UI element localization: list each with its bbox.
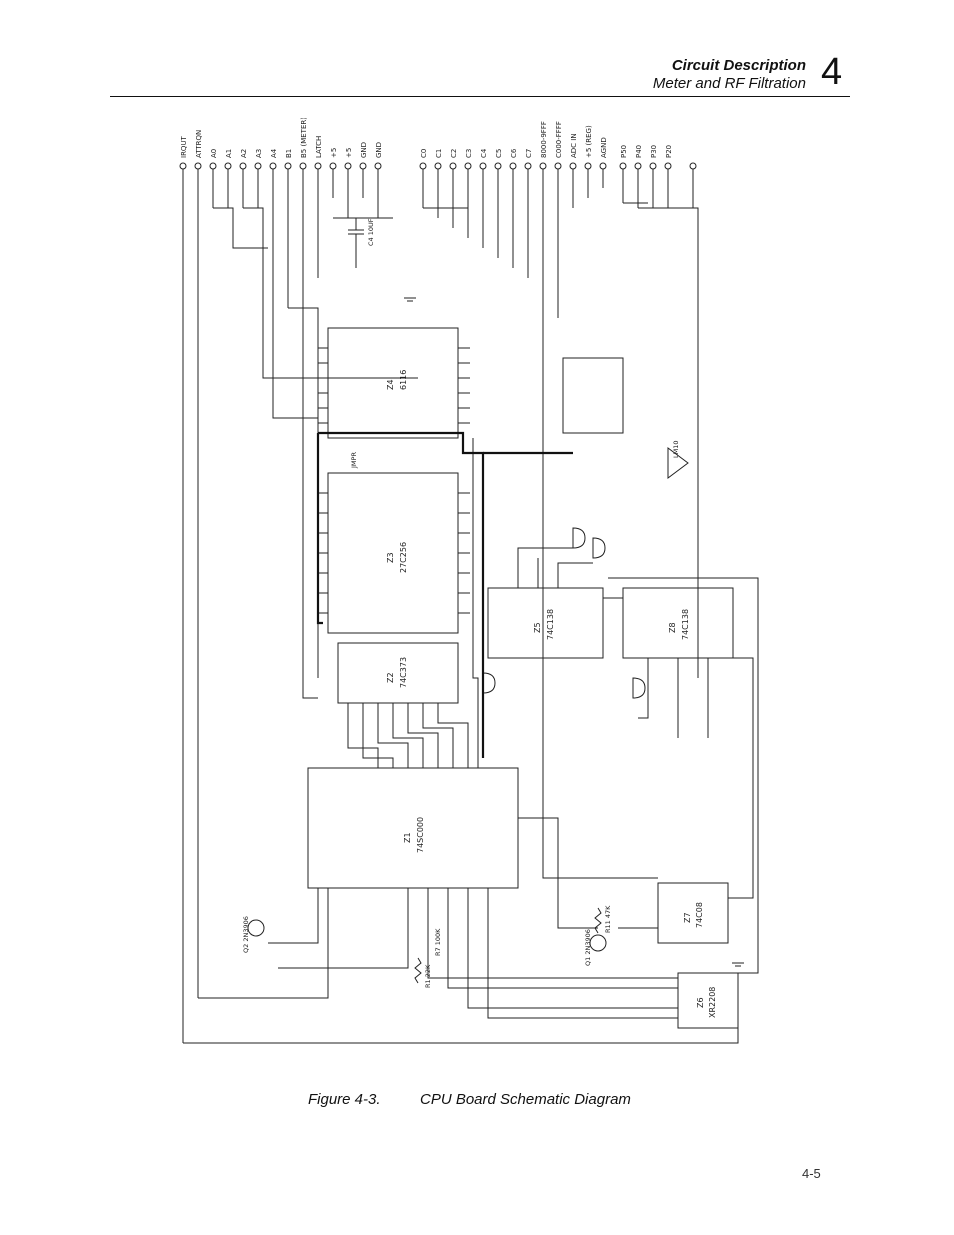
pin-label: LATCH <box>315 136 323 158</box>
pin-label: C6 <box>510 148 518 158</box>
chip-part-z2: 74C373 <box>399 657 408 688</box>
pin-label: A1 <box>225 149 233 158</box>
pin-label: ADC IN <box>570 133 578 158</box>
chip-ref-z8: Z8 <box>668 622 677 633</box>
component-label: C4 10UF <box>367 218 375 246</box>
pin-label: C000-FFFF <box>555 121 563 158</box>
figure-caption: Figure 4-3. CPU Board Schematic Diagram <box>308 1091 631 1108</box>
pin-label: GND <box>375 142 383 158</box>
section-subtitle: Meter and RF Filtration <box>652 75 806 92</box>
component-label: LM10 <box>672 440 680 458</box>
page-number: 4-5 <box>802 1166 821 1181</box>
header-rule <box>110 96 850 97</box>
chip-part-z4: 6116 <box>399 370 408 390</box>
pin-label: P40 <box>635 145 643 158</box>
pin-label: P50 <box>620 145 628 158</box>
pin-label: C7 <box>525 149 533 158</box>
pin-label: C3 <box>465 149 473 158</box>
component-label: R7 100K <box>434 928 442 956</box>
pin-label: +5 <box>345 148 353 158</box>
pin-label: C0 <box>420 149 428 158</box>
chip-ref-z7: Z7 <box>683 912 692 923</box>
pin-label: GND <box>360 142 368 158</box>
chapter-number: 4 <box>821 51 843 93</box>
chip-part-z3: 27C256 <box>399 542 408 573</box>
component-label: JMPR <box>350 452 358 469</box>
component-label: Q1 2N3906 <box>584 929 592 966</box>
chip-part-z5: 74C138 <box>546 609 555 640</box>
figure-number: Figure 4-3. <box>308 1091 381 1108</box>
pin-label: 8000-9FFF <box>540 121 548 158</box>
header-titles: Circuit Description Meter and RF Filtrat… <box>653 57 806 93</box>
chip-ref-z3: Z3 <box>386 552 395 563</box>
pin-label: A2 <box>240 149 248 158</box>
pin-label: IRQUT <box>180 135 188 158</box>
pin-label: C4 <box>480 148 488 158</box>
chip-part-z8: 74C138 <box>681 609 690 640</box>
chip-ref-z2: Z2 <box>386 672 395 683</box>
chip-ref-z5: Z5 <box>533 622 542 633</box>
component-label: R11 47K <box>604 905 612 933</box>
chip-ref-z1: Z1 <box>403 832 412 843</box>
chip-part-z1: 74SC000 <box>416 817 425 853</box>
section-title: Circuit Description <box>671 57 806 74</box>
component-label: Q2 2N3906 <box>242 916 250 953</box>
pin-label: C5 <box>495 149 503 158</box>
pin-label: +5 (REG) <box>585 125 593 158</box>
chip-part-z6: XR2208 <box>708 987 717 1018</box>
pin-label: AGND <box>600 137 608 158</box>
pin-label: B5 (METER) <box>300 118 308 158</box>
pin-label: +5 <box>330 148 338 158</box>
pin-label: A4 <box>270 148 278 158</box>
pin-label: B1 <box>285 149 293 158</box>
figure-title: CPU Board Schematic Diagram <box>420 1091 631 1108</box>
component-label: R1 22K <box>424 964 432 988</box>
pin-label: C1 <box>435 149 443 158</box>
pin-label: A0 <box>210 149 218 158</box>
chip-ref-z4: Z4 <box>386 379 395 390</box>
page-header: Circuit Description Meter and RF Filtrat… <box>0 0 954 100</box>
pin-label: C2 <box>450 149 458 158</box>
chip-part-z7: 74C08 <box>695 902 704 928</box>
pin-label: ATTRQN <box>195 130 203 158</box>
schematic-diagram: IRQUT ATTRQN A0 A1 A2 A3 A4 B1 B5 (METER… <box>179 118 759 1044</box>
pin-label: P20 <box>665 145 673 158</box>
chip-ref-z6: Z6 <box>696 997 705 1008</box>
pin-label: A3 <box>255 149 263 158</box>
pin-label: P30 <box>650 145 658 158</box>
